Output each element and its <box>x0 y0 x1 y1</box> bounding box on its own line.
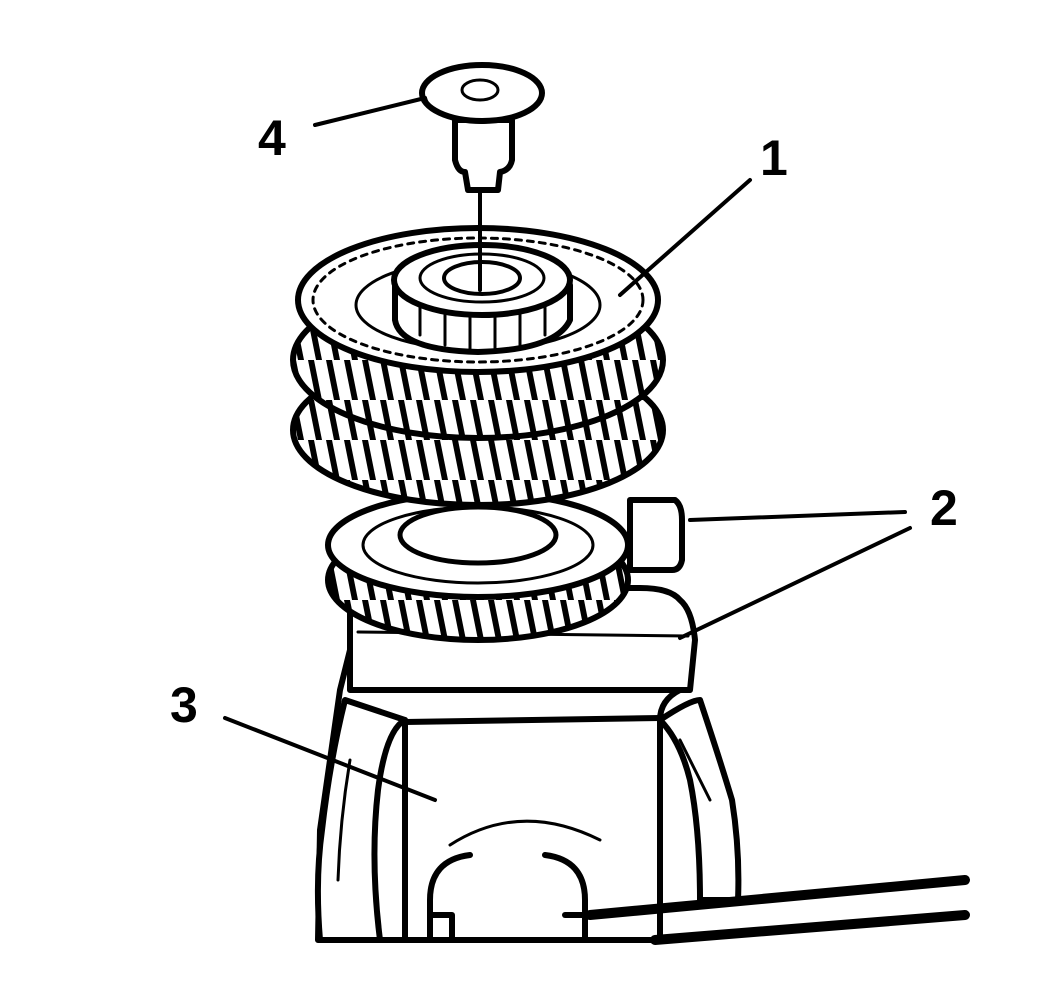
callout-3-label: 3 <box>170 677 198 733</box>
leader-line-2a <box>688 510 907 522</box>
leader-lines <box>223 96 912 802</box>
leader-line-3 <box>223 716 437 802</box>
callout-1-label: 1 <box>760 130 788 186</box>
callout-2-label: 2 <box>930 480 958 536</box>
leader-line-2b <box>678 526 912 640</box>
lower-gear-icon <box>325 490 631 643</box>
callout-4-label: 4 <box>258 110 286 166</box>
leader-line-1 <box>618 178 752 297</box>
leader-line-4 <box>313 96 427 127</box>
bolt-icon <box>419 62 545 292</box>
holding-fixture-icon <box>314 647 970 945</box>
